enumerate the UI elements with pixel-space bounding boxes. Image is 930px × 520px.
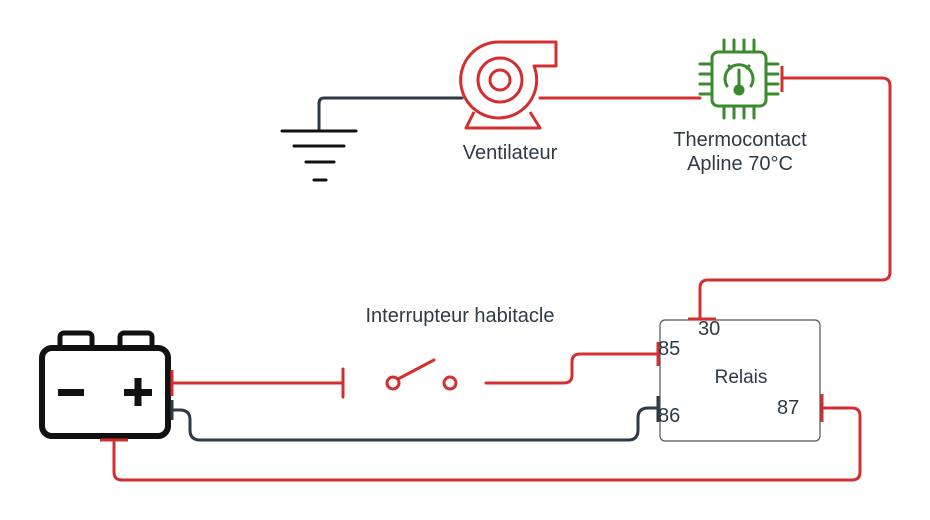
switch-icon	[341, 358, 458, 399]
relay-pin-86: 86	[658, 405, 681, 427]
ground-wires	[170, 96, 660, 442]
switch-label: Interrupteur habitacle	[365, 305, 555, 327]
battery-plus-v	[134, 378, 142, 406]
ground-symbol	[280, 129, 358, 182]
thermocontact-label-line1: Thermocontact	[673, 129, 807, 151]
relay-pin-30: 30	[698, 318, 721, 340]
relay-label: Relais	[714, 367, 768, 388]
fan-label: Ventilateur	[462, 142, 558, 164]
positive-wires	[112, 76, 892, 482]
thermocontact-label-line2: Apline 70°C	[687, 153, 793, 175]
wire-fan-to-ground	[317, 96, 464, 132]
thermocontact-label: Thermocontact Apline 70°C	[640, 128, 840, 176]
wire-battery-to-relay-86	[170, 406, 660, 442]
wire-thermocontact-to-relay-30	[698, 76, 892, 320]
relay-pin-87: 87	[777, 397, 800, 419]
relay-pin-85: 85	[658, 338, 681, 360]
thermocontact-icon	[698, 38, 780, 120]
relay-terminals	[656, 317, 824, 422]
battery-minus-sign	[58, 389, 84, 396]
battery-icon	[39, 330, 171, 439]
relay-box	[659, 319, 821, 442]
wire-switch-to-relay-85	[484, 352, 660, 385]
fan-icon	[459, 40, 558, 130]
wire-battery-to-relay-87	[112, 406, 862, 482]
